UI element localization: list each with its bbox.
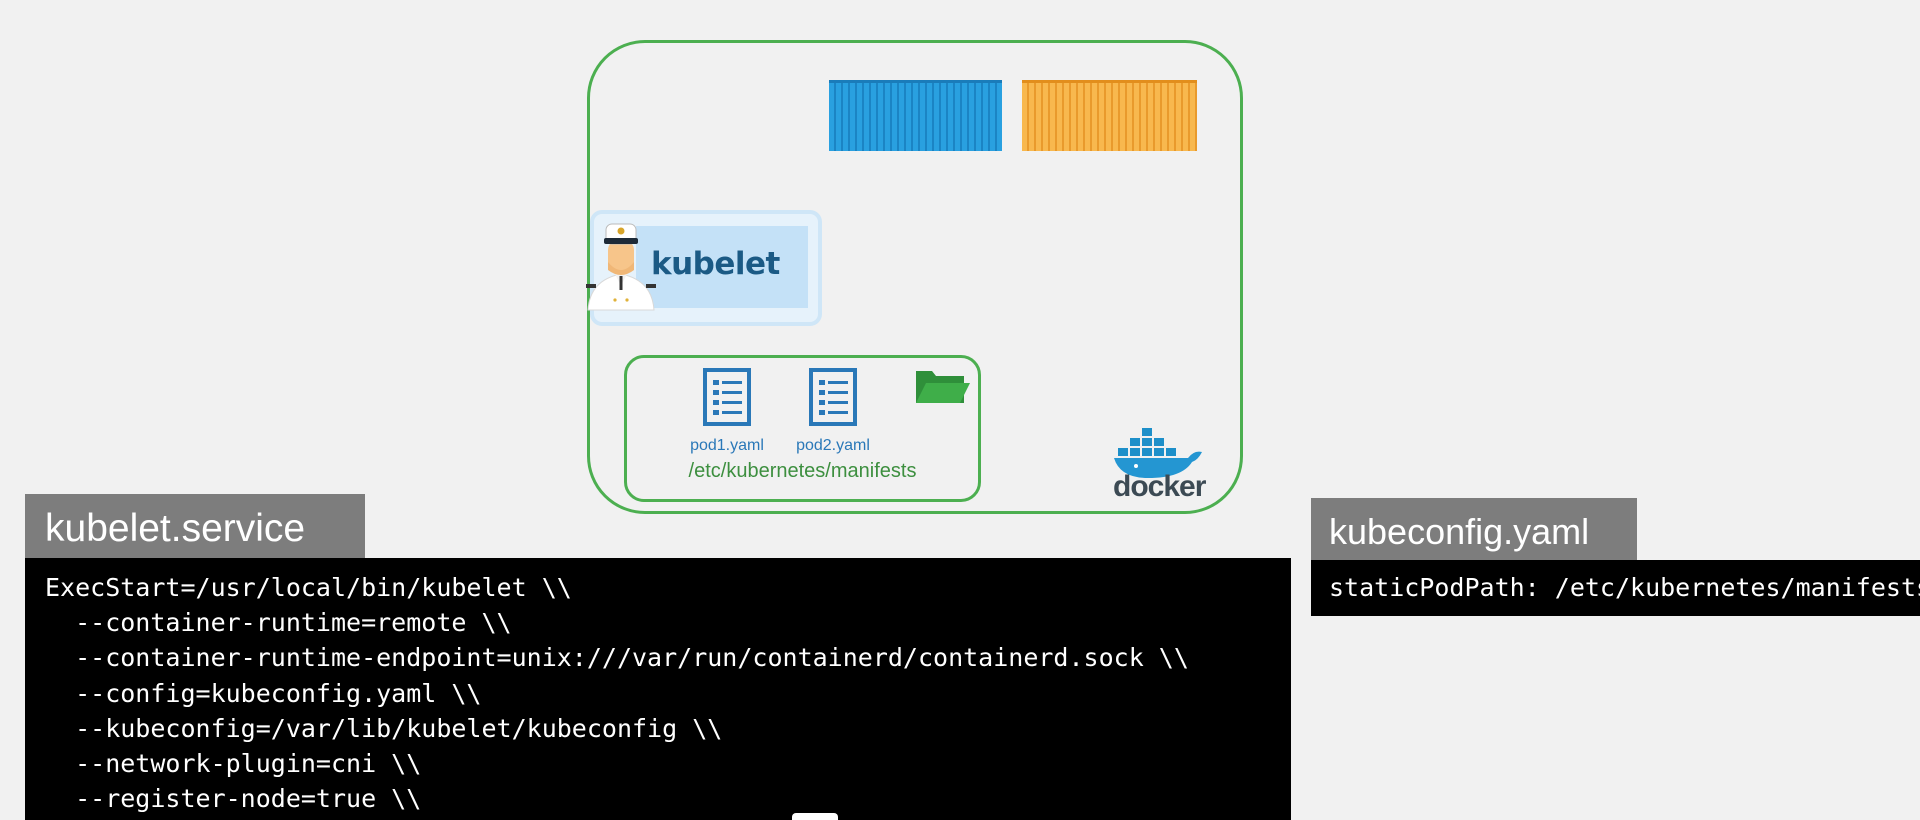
node-boundary — [587, 40, 1243, 514]
kubelet-service-tab: kubelet.service — [25, 494, 365, 558]
container-blue — [829, 80, 1002, 151]
docker-label: docker — [1113, 470, 1206, 503]
pod-file-label: pod2.yaml — [796, 437, 870, 454]
manifests-path-label: /etc/kubernetes/manifests — [688, 460, 917, 482]
scroll-handle[interactable] — [792, 813, 838, 820]
document-icon — [703, 368, 751, 426]
code-line: --kubeconfig=/var/lib/kubelet/kubeconfig… — [45, 713, 723, 743]
container-orange — [1022, 80, 1197, 151]
kubelet-label: kubelet — [651, 246, 780, 282]
document-icon — [809, 368, 857, 426]
kubelet-service-code-block: ExecStart=/usr/local/bin/kubelet \\ --co… — [25, 558, 1291, 820]
docker-whale-icon — [1114, 428, 1202, 478]
code-line: --register-node=true \\ — [45, 784, 422, 814]
kubeconfig-code-line: staticPodPath: /etc/kubernetes/manifests — [1311, 560, 1920, 616]
code-line: ExecStart=/usr/local/bin/kubelet \\ — [45, 573, 572, 602]
code-line: --network-plugin=cni \\ — [45, 748, 422, 778]
captain-icon — [586, 223, 656, 311]
manifests-directory — [624, 355, 981, 502]
kubeconfig-yaml-tab: kubeconfig.yaml — [1311, 498, 1637, 560]
kubelet-card-inner — [636, 226, 808, 308]
code-line: --container-runtime-endpoint=unix:///var… — [45, 643, 1189, 673]
pod-file-label: pod1.yaml — [690, 437, 764, 454]
code-line: --container-runtime=remote \\ — [45, 608, 512, 638]
folder-icon — [916, 371, 970, 403]
code-line: --config=kubeconfig.yaml \\ — [45, 678, 482, 708]
